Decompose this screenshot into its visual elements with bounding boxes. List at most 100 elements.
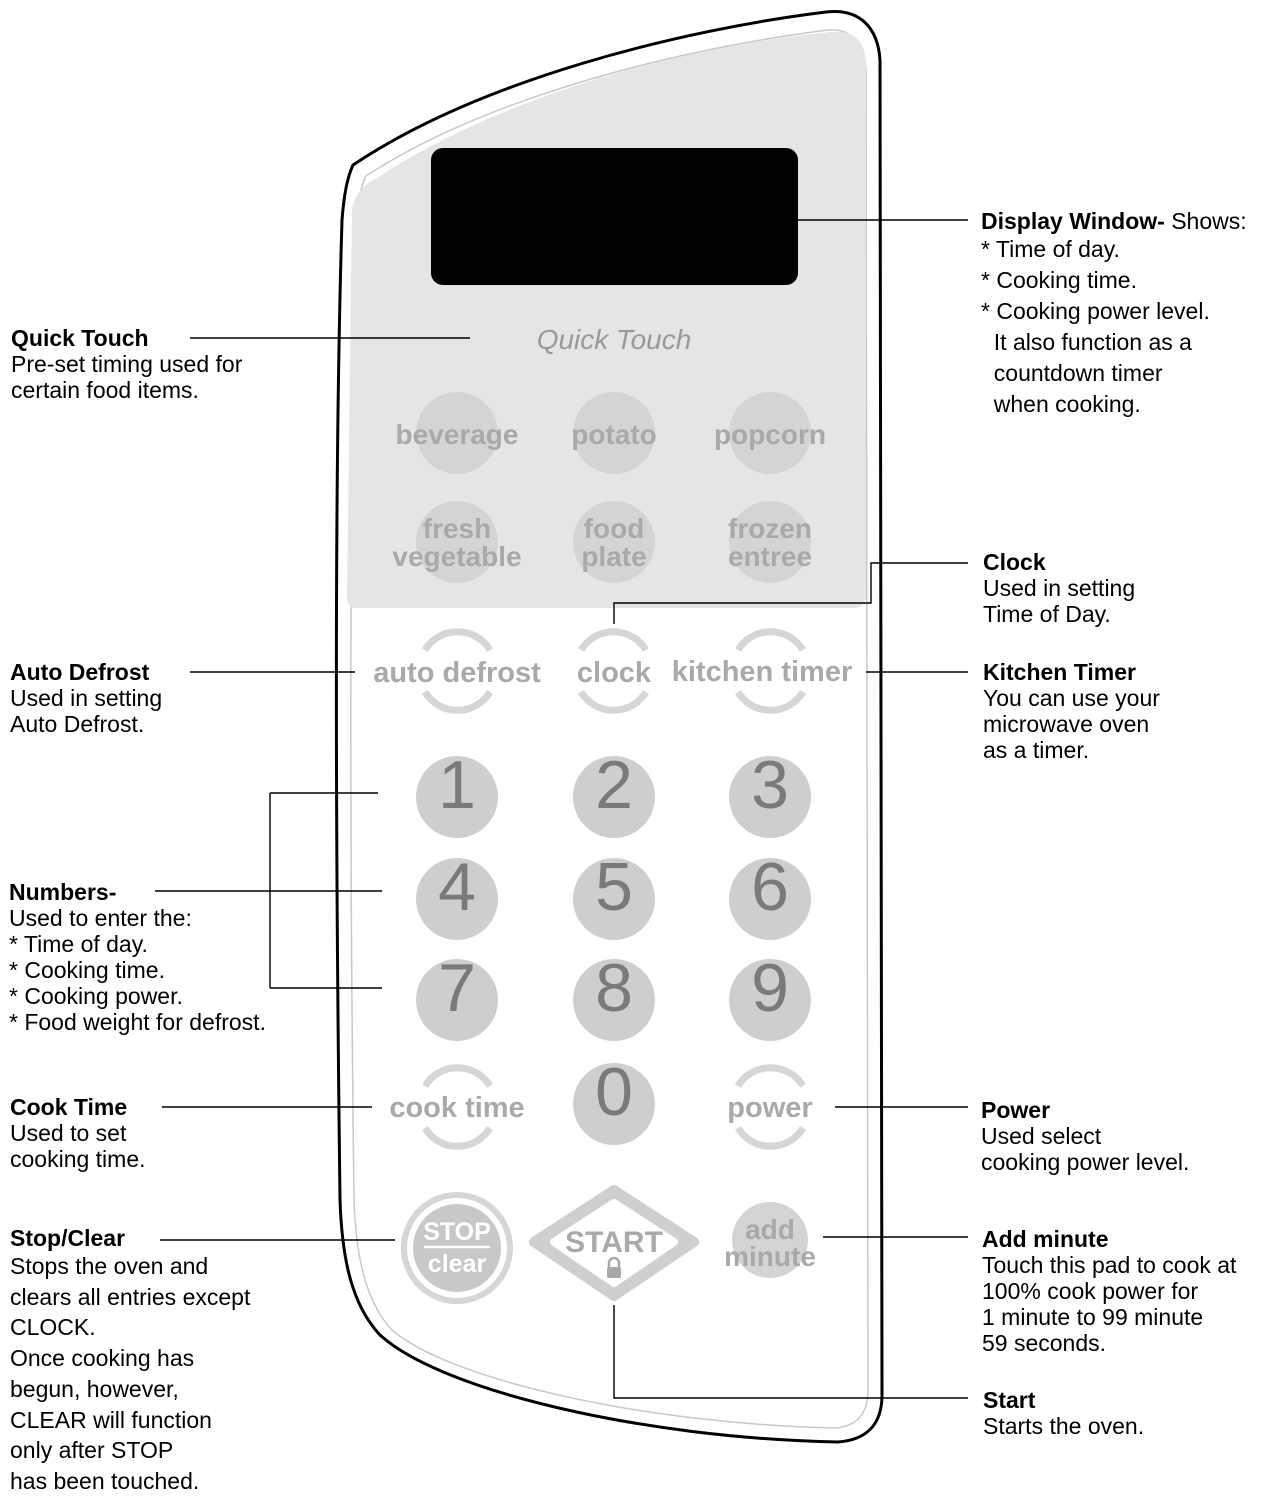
annotation-add-minute: Add minute Touch this pad to cook at 100… xyxy=(982,1226,1236,1356)
quick-touch-heading: Quick Touch xyxy=(537,324,692,355)
display-window xyxy=(431,148,798,285)
popcorn-key[interactable]: popcorn xyxy=(714,419,826,450)
annotation-kitchen-timer: Kitchen Timer You can use your microwave… xyxy=(983,659,1160,763)
digit-key-1[interactable]: 1 xyxy=(438,747,476,823)
digit-key-6[interactable]: 6 xyxy=(751,849,789,925)
digit-key-9[interactable]: 9 xyxy=(751,950,789,1026)
annotation-title-tail: Shows: xyxy=(1164,208,1247,234)
annotation-line: * Time of day. xyxy=(9,931,148,957)
annotation-title: Kitchen Timer xyxy=(983,659,1136,685)
annotation-line: Touch this pad to cook at xyxy=(982,1252,1237,1278)
annotation-title: Cook Time xyxy=(10,1094,128,1120)
digit-key-0[interactable]: 0 xyxy=(595,1054,633,1130)
annotation-line: microwave oven xyxy=(983,711,1150,737)
annotation-line: Time of Day. xyxy=(983,601,1111,627)
annotation-clock: Clock Used in setting Time of Day. xyxy=(983,549,1135,627)
annotation-line: Once cooking has xyxy=(10,1345,195,1372)
annotation-title: Add minute xyxy=(982,1226,1109,1252)
annotation-line: * Time of day. xyxy=(981,236,1120,262)
annotation-line: * Cooking time. xyxy=(981,267,1137,293)
annotation-cook-time: Cook Time Used to set cooking time. xyxy=(10,1094,146,1172)
stop-label: STOP xyxy=(423,1218,491,1246)
annotation-auto-defrost: Auto Defrost Used in setting Auto Defros… xyxy=(10,659,162,737)
annotation-line: Starts the oven. xyxy=(983,1413,1145,1439)
annotation-quick-touch: Quick Touch Pre-set timing used for cert… xyxy=(11,325,242,403)
zero-key-bg xyxy=(573,1063,655,1145)
annotation-line: only after STOP xyxy=(10,1437,174,1464)
annotation-line: CLEAR will function xyxy=(10,1406,212,1433)
annotation-line: * Cooking power. xyxy=(9,983,183,1009)
annotation-line: Stops the oven and xyxy=(10,1253,209,1279)
annotation-line: * Food weight for defrost. xyxy=(9,1009,266,1035)
start-key[interactable]: START xyxy=(565,1226,663,1259)
power-key[interactable]: power xyxy=(727,1092,812,1124)
annotation-stop-clear: Stop/Clear Stops the oven and clears all… xyxy=(10,1225,250,1497)
lock-icon xyxy=(607,1256,621,1278)
annotation-line: Used select xyxy=(981,1123,1102,1149)
annotation-display-window: Display Window- Shows: * Time of day. * … xyxy=(981,208,1247,420)
digit-key-7[interactable]: 7 xyxy=(438,950,476,1026)
auto-defrost-key[interactable]: auto defrost xyxy=(373,657,541,689)
digit-key-3[interactable]: 3 xyxy=(751,747,789,823)
start-button-shape xyxy=(529,1185,699,1301)
fresh-vegetable-key-bg xyxy=(416,501,498,583)
digit-key-2[interactable]: 2 xyxy=(595,747,633,823)
digit-key-4[interactable]: 4 xyxy=(438,849,476,925)
annotation-title: Auto Defrost xyxy=(10,659,150,685)
annotation-power: Power Used select cooking power level. xyxy=(981,1097,1189,1175)
stop-clear-key[interactable]: STOP clear xyxy=(423,1218,491,1278)
annotation-title: Display Window- xyxy=(981,208,1165,234)
annotation-line: certain food items. xyxy=(11,377,199,403)
stop-clear-button-shape xyxy=(401,1192,513,1304)
annotation-line: 1 minute to 99 minute xyxy=(982,1304,1204,1330)
annotation-line: as a timer. xyxy=(983,737,1090,763)
number-keys: 1 2 3 4 5 6 7 8 9 0 xyxy=(438,747,789,1130)
annotation-start: Start Starts the oven. xyxy=(983,1387,1144,1439)
annotation-line: CLOCK. xyxy=(10,1314,96,1341)
potato-key-bg xyxy=(573,392,655,474)
frozen-entree-key-bg xyxy=(729,501,811,583)
annotation-line: Pre-set timing used for xyxy=(11,351,243,377)
annotation-line: has been touched. xyxy=(10,1467,200,1494)
annotation-line: Auto Defrost. xyxy=(10,711,145,737)
annotation-line: * Cooking time. xyxy=(9,957,165,983)
clock-key[interactable]: clock xyxy=(577,657,652,689)
annotation-title: Power xyxy=(981,1097,1051,1123)
annotation-line: Used in setting xyxy=(983,575,1136,601)
beverage-key-bg xyxy=(416,392,498,474)
annotation-line: 100% cook power for xyxy=(982,1278,1199,1304)
kitchen-timer-key[interactable]: kitchen timer xyxy=(672,656,853,688)
callout-lines xyxy=(155,219,968,1399)
annotation-numbers: Numbers- Used to enter the: * Time of da… xyxy=(9,879,266,1035)
annotation-title: Clock xyxy=(983,549,1046,575)
function-key-rings xyxy=(422,628,806,1150)
annotation-line: Used in setting xyxy=(10,685,163,711)
annotation-line: Used to enter the: xyxy=(9,905,192,931)
annotation-line: cooking time. xyxy=(10,1146,146,1172)
add-minute-key[interactable]: add minute xyxy=(724,1202,816,1278)
annotation-title: Quick Touch xyxy=(11,325,149,351)
quick-key-circles xyxy=(416,392,811,583)
digit-key-8[interactable]: 8 xyxy=(595,950,633,1026)
annotation-line: begun, however, xyxy=(10,1375,179,1402)
annotation-title: Stop/Clear xyxy=(10,1225,126,1251)
annotation-line: 59 seconds. xyxy=(982,1330,1107,1356)
beverage-key[interactable]: beverage xyxy=(396,419,519,450)
annotation-line: cooking power level. xyxy=(981,1149,1190,1175)
annotation-line: You can use your xyxy=(983,685,1160,711)
annotation-line: countdown timer xyxy=(981,360,1163,386)
cook-time-key[interactable]: cook time xyxy=(389,1092,524,1124)
svg-text:add: add xyxy=(745,1214,795,1245)
annotation-line: when cooking. xyxy=(981,391,1141,417)
potato-key[interactable]: potato xyxy=(571,419,657,450)
annotation-line: It also function as a xyxy=(981,329,1192,355)
digit-key-5[interactable]: 5 xyxy=(595,849,633,925)
annotation-line: Used to set xyxy=(10,1120,127,1146)
clear-label: clear xyxy=(428,1250,487,1278)
